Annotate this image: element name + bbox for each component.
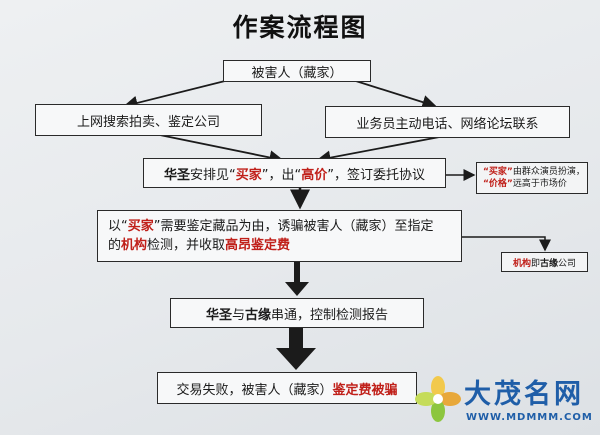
node-collude: 华圣与古缘串通，控制检测报告 bbox=[170, 298, 424, 328]
watermark-url: WWW.MDMMM.COM bbox=[466, 412, 593, 423]
node-search-text: 上网搜索拍卖、鉴定公司 bbox=[76, 114, 220, 130]
node-contact: 业务员主动电话、网络论坛联系 bbox=[325, 106, 570, 138]
leaf-logo-icon bbox=[415, 376, 461, 422]
arrange-buyer: 买家 bbox=[235, 167, 262, 183]
note2-text-1: 即 bbox=[530, 258, 540, 269]
arrow-contact-to-arrange bbox=[316, 134, 451, 165]
arrange-high-price: 高价 bbox=[301, 167, 328, 183]
node-victim: 被害人（藏家） bbox=[223, 60, 371, 82]
collude-guyuan: 古缘 bbox=[245, 307, 272, 323]
arrange-huasheng: 华圣 bbox=[163, 167, 190, 183]
arrange-text-3: ”，签订委托协议 bbox=[327, 167, 426, 183]
note1-text-2: 远高于市场价 bbox=[512, 179, 567, 189]
arrowhead-collude-to-result bbox=[276, 348, 316, 370]
deceive-buyer: 买家 bbox=[127, 219, 154, 234]
note2-institution: 机构 bbox=[512, 258, 531, 269]
node-note-institution: 机构即古缘公司 bbox=[501, 252, 588, 272]
node-deceive: 以“买家”需要鉴定藏品为由，诱骗被害人（藏家）至指定 的机构检测，并收取高昂鉴定… bbox=[97, 210, 462, 262]
node-contact-text: 业务员主动电话、网络论坛联系 bbox=[356, 116, 539, 132]
arrow-search-to-arrange bbox=[149, 132, 284, 165]
node-victim-text: 被害人（藏家） bbox=[251, 65, 343, 81]
deceive-high-fee: 高昂鉴定费 bbox=[225, 238, 291, 253]
collude-text-1: 与 bbox=[231, 307, 245, 323]
deceive-institution: 机构 bbox=[121, 238, 148, 253]
note2-guyuan: 古缘 bbox=[540, 258, 559, 269]
site-watermark-logo: 大茂名网 WWW.MDMMM.COM bbox=[412, 370, 600, 435]
node-result: 交易失败，被害人（藏家）鉴定费被骗 bbox=[157, 372, 417, 404]
arrow-deceive-to-note2 bbox=[462, 236, 551, 252]
arrowhead-deceive-to-collude bbox=[285, 282, 309, 296]
deceive-text-3: 的 bbox=[108, 238, 122, 253]
note1-buyer: “买家” bbox=[483, 167, 513, 177]
note1-price: “价格” bbox=[483, 179, 513, 189]
deceive-text-1: 以“ bbox=[108, 219, 128, 234]
watermark-name: 大茂名网 bbox=[464, 379, 584, 410]
collude-huasheng: 华圣 bbox=[205, 307, 232, 323]
deceive-text-4: 检测，并收取 bbox=[147, 238, 226, 253]
result-fee-scammed: 鉴定费被骗 bbox=[332, 382, 398, 398]
node-note-buyer-price: “买家”由群众演员扮演， “价格”远高于市场价 bbox=[476, 162, 588, 194]
arrange-text-2: ”，出“ bbox=[261, 167, 302, 183]
note2-text-2: 公司 bbox=[558, 258, 577, 269]
result-text: 交易失败，被害人（藏家） bbox=[176, 382, 333, 398]
deceive-text-2: ”需要鉴定藏品为由，诱骗被害人（藏家）至指定 bbox=[153, 219, 434, 234]
note1-text-1: 由群众演员扮演， bbox=[512, 167, 585, 177]
page-title: 作案流程图 bbox=[232, 13, 368, 42]
collude-text-2: 串通，控制检测报告 bbox=[271, 307, 389, 323]
node-search: 上网搜索拍卖、鉴定公司 bbox=[35, 104, 262, 136]
arrange-text-1: 安排见“ bbox=[190, 167, 236, 183]
node-arrange: 华圣安排见“买家”，出“高价”，签订委托协议 bbox=[143, 158, 446, 188]
